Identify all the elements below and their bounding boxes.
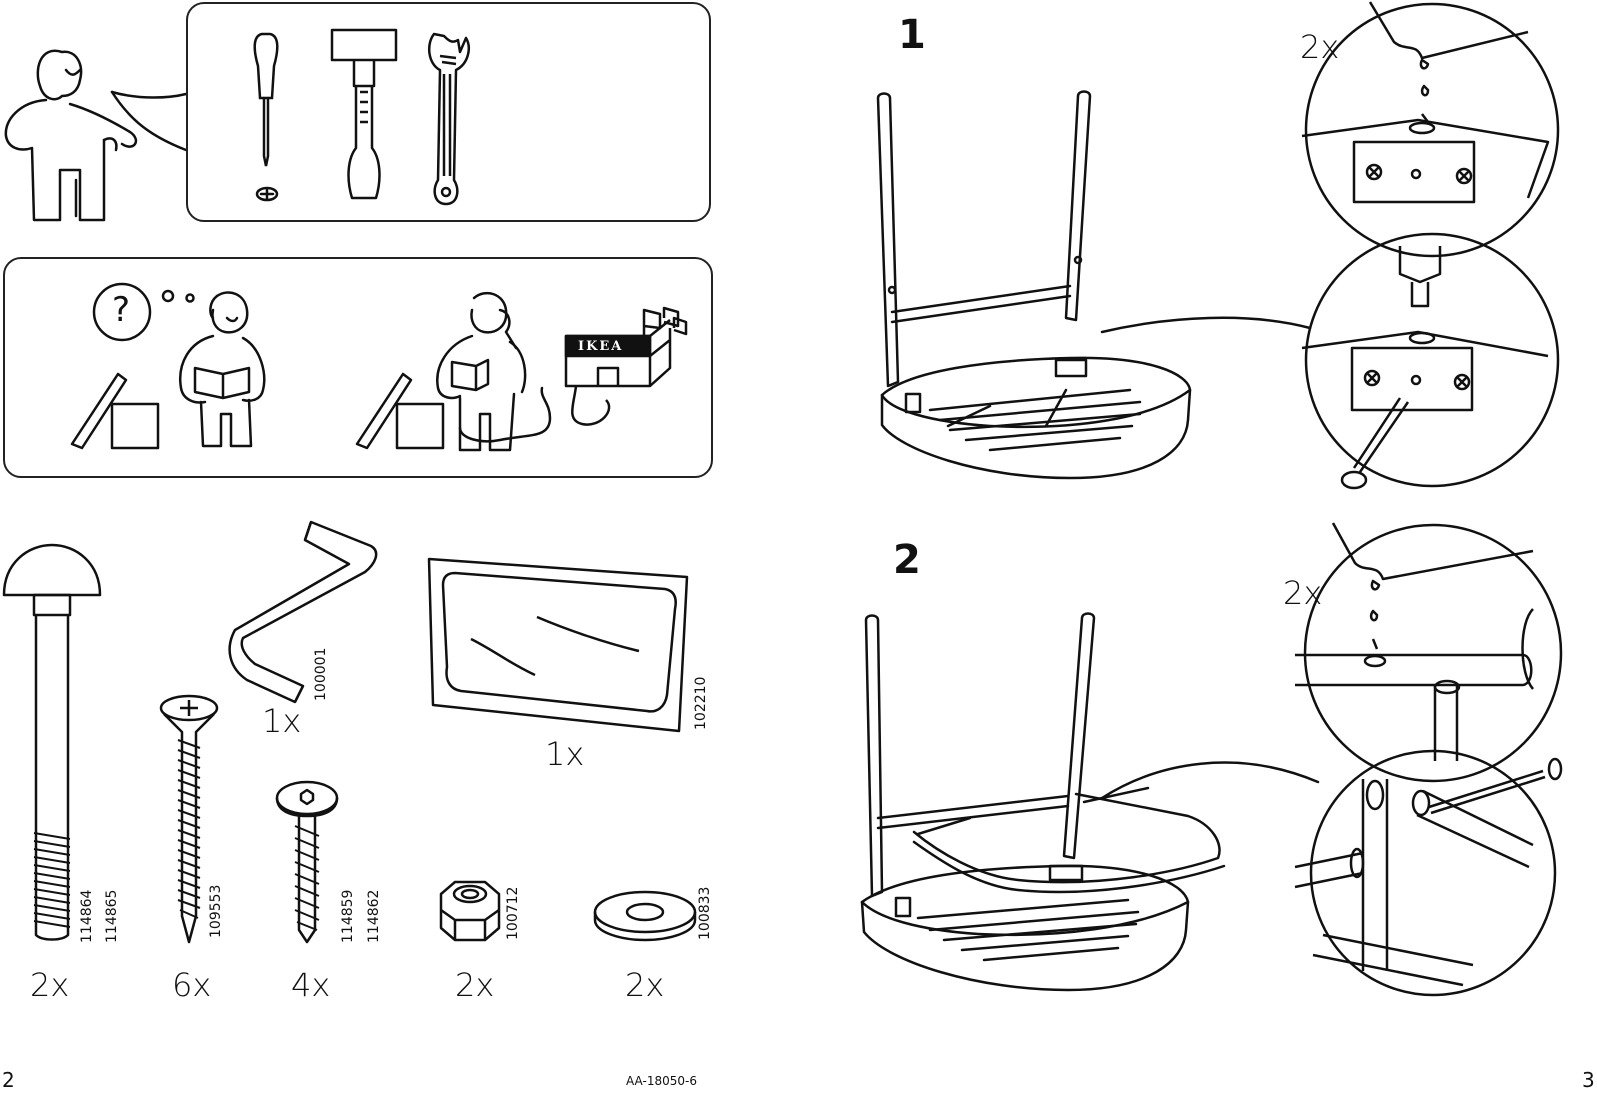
left-page-number: 2 — [2, 1068, 15, 1092]
step-1-stool-illustration — [870, 90, 1200, 485]
part-qty: 1x — [262, 702, 302, 740]
step-1-detail-glue-icon — [1298, 2, 1570, 264]
open-box-icon — [70, 372, 165, 452]
question-mark: ? — [112, 290, 131, 330]
part-qty: 2x — [455, 966, 495, 1004]
part-qty: 2x — [30, 966, 70, 1004]
adjustable-wrench-icon — [426, 30, 476, 208]
step-1-detail-screw-icon — [1298, 232, 1570, 494]
right-page-number: 3 — [1582, 1068, 1595, 1092]
allen-key-icon — [225, 520, 380, 705]
part-qty: 6x — [172, 966, 212, 1004]
carriage-bolt-icon — [0, 543, 105, 943]
person-pointing-illustration — [0, 40, 190, 230]
part-code: 100833 — [697, 886, 713, 940]
part-code: 109553 — [208, 884, 224, 938]
person-phoning-icon — [430, 288, 560, 458]
part-code: 100001 — [313, 647, 329, 701]
open-box-icon-2 — [355, 372, 450, 452]
step-number: 1 — [898, 12, 926, 58]
hex-nut-icon — [437, 878, 503, 944]
ikea-store-sign: IKEA — [578, 339, 624, 354]
part-code: 114865 — [104, 889, 120, 943]
part-qty: 1x — [545, 735, 585, 773]
part-code: 100712 — [505, 886, 521, 940]
detail-qty: 2x — [1283, 574, 1323, 612]
confused-person-icon — [175, 288, 270, 453]
part-code: 102210 — [693, 676, 709, 730]
screwdriver-icon — [250, 32, 290, 207]
document-id: AA-18050-6 — [626, 1074, 697, 1088]
step-2-stool-illustration — [858, 612, 1228, 997]
part-qty: 4x — [291, 966, 331, 1004]
part-qty: 2x — [625, 966, 665, 1004]
part-code: 114859 — [340, 889, 356, 943]
part-code: 114864 — [79, 889, 95, 943]
allen-bolt-icon — [275, 780, 339, 945]
step-number: 2 — [893, 537, 921, 583]
glue-pad-icon — [425, 555, 690, 735]
ikea-store-icon — [560, 308, 690, 433]
part-code: 114862 — [366, 889, 382, 943]
hammer-icon — [330, 28, 400, 203]
wood-screw-icon — [158, 692, 220, 944]
step-2-detail-screw-icon — [1293, 755, 1573, 1000]
washer-icon — [592, 890, 698, 942]
detail-qty: 2x — [1300, 28, 1340, 66]
thought-bubble-icon — [90, 282, 210, 344]
step-2-detail-glue-icon — [1293, 523, 1573, 787]
